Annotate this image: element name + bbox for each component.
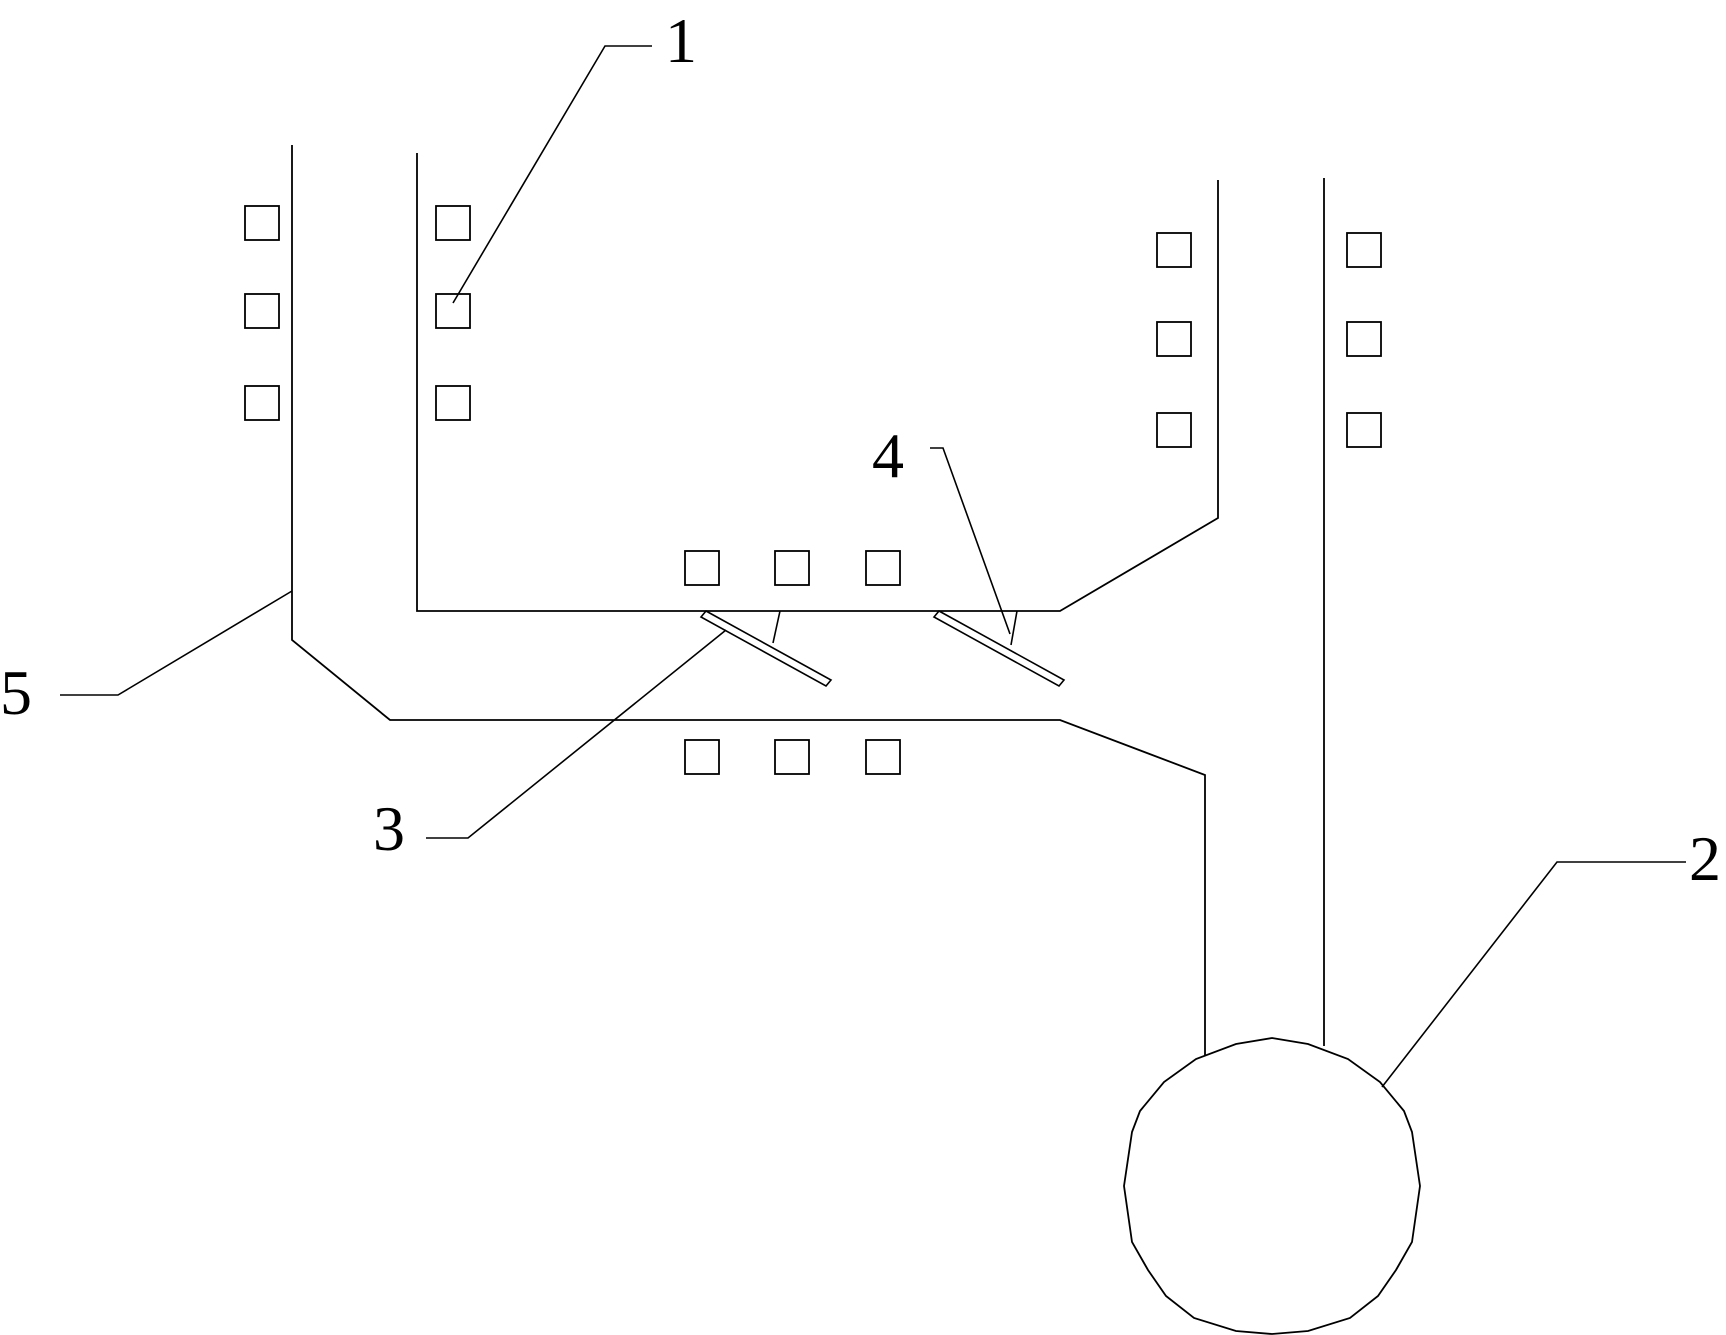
leader-lines [60, 45, 1686, 1088]
square-marker [244, 385, 280, 421]
callout-label-2: 2 [1689, 823, 1721, 894]
square-marker [774, 550, 810, 586]
baffle-plate-right [932, 609, 1066, 688]
leader-line-4 [930, 447, 1011, 635]
square-markers [244, 205, 1382, 775]
square-marker [684, 550, 720, 586]
baffle-right-support [1010, 610, 1018, 646]
square-marker [435, 205, 471, 241]
square-marker [684, 739, 720, 775]
leader-line-5 [60, 590, 293, 696]
square-marker [244, 205, 280, 241]
leader-line-2 [1381, 861, 1686, 1088]
square-marker [244, 293, 280, 329]
baffle-left-support [772, 610, 781, 644]
callout-labels: 1 2 3 4 5 [0, 5, 1721, 894]
square-marker [774, 739, 810, 775]
left-duct-outer-wall [291, 145, 1206, 1055]
chamber-inner-wall [416, 153, 1219, 612]
callout-label-5: 5 [0, 657, 32, 728]
square-marker [1156, 412, 1192, 448]
square-marker [435, 293, 471, 329]
baffle-plates [699, 609, 1066, 688]
square-marker [1156, 232, 1192, 268]
square-marker [865, 739, 901, 775]
callout-label-1: 1 [665, 5, 697, 76]
square-marker [435, 385, 471, 421]
duct-walls [291, 145, 1325, 1055]
callout-label-4: 4 [872, 420, 904, 491]
callout-label-3: 3 [373, 793, 405, 864]
tank-circle [1123, 1037, 1421, 1335]
square-marker [1346, 412, 1382, 448]
leader-line-3 [426, 629, 727, 839]
baffle-plate-left [699, 609, 833, 688]
square-marker [1346, 321, 1382, 357]
square-marker [865, 550, 901, 586]
square-marker [1346, 232, 1382, 268]
leader-line-1 [452, 45, 652, 304]
square-marker [1156, 321, 1192, 357]
